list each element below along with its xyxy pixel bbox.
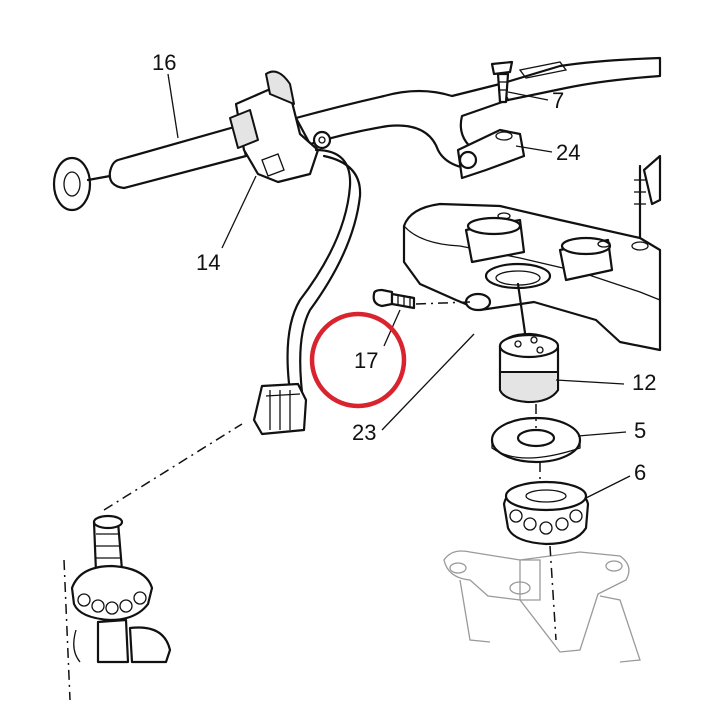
callout-12: 12 [632, 370, 656, 395]
callout-7: 7 [552, 88, 564, 113]
lower-clamp-ghost [443, 545, 641, 663]
bolt-17 [372, 288, 471, 310]
bolt-7 [490, 60, 568, 104]
callout-labels: 16 7 24 14 17 12 23 5 6 [152, 50, 656, 485]
wire-harness [252, 148, 362, 436]
callout-6: 6 [634, 460, 646, 485]
top-triple-clamp [402, 154, 662, 352]
stem-nut [498, 282, 560, 404]
handlebar [52, 56, 662, 212]
callout-23: 23 [352, 420, 376, 445]
callout-16: 16 [152, 50, 176, 75]
highlight-circle [309, 311, 407, 409]
callout-14: 14 [196, 250, 220, 275]
switch-housing [229, 70, 332, 184]
bearing-upper [502, 462, 590, 546]
callout-24: 24 [556, 140, 580, 165]
callout-17: 17 [354, 348, 378, 373]
lower-stem [63, 423, 243, 701]
callout-5: 5 [634, 418, 646, 443]
handlebar-clamp [456, 128, 526, 180]
leader-lines [167, 73, 631, 499]
washer [490, 404, 582, 464]
